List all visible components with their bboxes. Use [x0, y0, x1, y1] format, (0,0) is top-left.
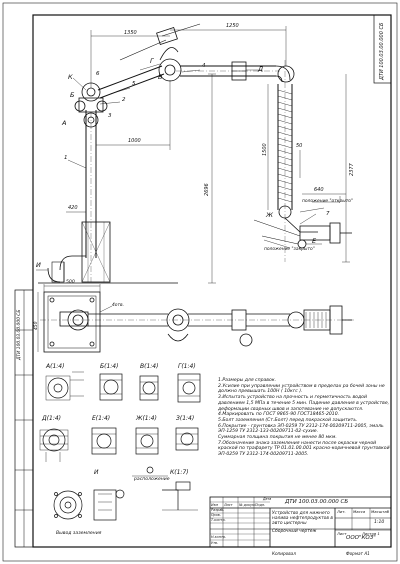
- note-line: 1.Размеры для справок.: [218, 378, 277, 383]
- note-line: 4.Маркировать по ГОСТ 9865-90 ГОСТ18465-…: [218, 412, 340, 418]
- stamp-row: Лист: [224, 503, 233, 507]
- top-code-box: [373, 14, 392, 84]
- pos-1: 1: [64, 155, 68, 161]
- leader-lines: [36, 63, 341, 271]
- stamp-row: Утв.: [211, 541, 219, 545]
- view-i: И: [94, 469, 99, 476]
- label-I: И: [36, 261, 41, 269]
- label-B: Б: [70, 91, 75, 99]
- plan-dimensions: [37, 284, 113, 352]
- copy-label: Копировал: [272, 551, 296, 556]
- scale-value: 1:10: [374, 520, 385, 525]
- dim-1250: 1250: [226, 23, 239, 29]
- pos-6: 6: [96, 71, 100, 77]
- rasp-label: расположение: [134, 477, 170, 482]
- dim-450: 450: [34, 321, 39, 330]
- pos-7: 7: [326, 211, 330, 217]
- stamp-title: Устройство для нижнего налива нефтепроду…: [272, 511, 333, 526]
- dim-1500: 1500: [262, 143, 268, 156]
- stamp-row: № докум.: [239, 503, 256, 507]
- binding-code: ДТИ 100.03.00.000 СБ: [17, 309, 22, 360]
- view-k: К(1:7): [170, 469, 189, 476]
- main-view: [38, 23, 352, 284]
- stamp-row: Дата: [263, 497, 272, 501]
- view-a: А(1:4): [46, 363, 65, 370]
- label-A: А: [62, 119, 67, 127]
- pos-open: положение "открыто": [302, 199, 353, 204]
- stamp-row: Подп.: [255, 503, 266, 507]
- view-g: Г(1:4): [178, 363, 196, 370]
- dim-1000: 1000: [128, 138, 141, 144]
- top-code: ДТИ 100.03.00.000 СБ: [379, 22, 385, 80]
- dim-2377: 2377: [349, 163, 355, 176]
- stamp-header-scale: Масштаб: [371, 509, 390, 514]
- company-name: ООО"КОЗ": [346, 535, 376, 541]
- pos-5: 5: [132, 81, 136, 87]
- label-E: Е: [312, 237, 317, 245]
- pos-4: 4: [202, 63, 206, 69]
- holes-label: 4отв.: [112, 303, 125, 308]
- dimension-lines: [66, 26, 350, 284]
- label-K: К: [68, 73, 73, 81]
- view-v: В(1:4): [140, 363, 159, 370]
- note-line: 3.Испытать устройство на прочность и гер…: [218, 395, 390, 412]
- view-zh: Ж(1:4): [136, 415, 157, 422]
- sheets-count: Листов 1: [362, 531, 380, 536]
- pos-2: 2: [122, 97, 126, 103]
- note-line: 5.Болт заземления (Ст.Болт) перед покрас…: [218, 417, 358, 423]
- note-line: 6.Покрытие - грунтовка ЭП-0259 ТУ 2312-1…: [218, 423, 384, 435]
- label-D: Д: [258, 65, 264, 73]
- note-line: 7.Обозначение знака заземления нанести п…: [218, 440, 390, 458]
- sheet-label: Лист: [337, 531, 347, 536]
- view-e: Е(1:4): [92, 415, 111, 422]
- stamp-row: Изм: [211, 503, 218, 507]
- pos-closed: положение "закрыто": [264, 247, 315, 252]
- grounding-label: Вывод заземления: [56, 531, 102, 536]
- view-d: Д(1:4): [42, 415, 62, 422]
- detail-views: [39, 371, 201, 521]
- view-z: З(1:4): [176, 415, 195, 422]
- format-label: Формат А1: [346, 551, 370, 556]
- stamp-header-lit: Лит.: [337, 509, 346, 514]
- dim-50: 50: [296, 143, 303, 149]
- stamp-subtitle: Сборочный чертеж: [272, 529, 317, 534]
- stamp-row: Т.контр.: [211, 518, 226, 522]
- note-line: Суммарная толщина покрытия не менее 80 м…: [218, 435, 337, 441]
- dim-1350: 1350: [124, 30, 137, 36]
- stamp-row: Н.контр.: [211, 535, 227, 539]
- view-b: Б(1:4): [100, 363, 119, 370]
- dim-500: 500: [66, 280, 75, 285]
- label-V: В: [158, 73, 163, 81]
- title-block: [209, 496, 392, 548]
- pos-3: 3: [108, 113, 112, 119]
- dim-640: 640: [314, 187, 324, 193]
- label-Zh: Ж: [266, 211, 274, 219]
- stamp-header-mass: Масса: [353, 509, 366, 514]
- stamp-row: Пров.: [211, 513, 221, 517]
- dim-2696: 2696: [204, 183, 210, 196]
- technical-notes: 1.Размеры для справок. 2.Усилие при упра…: [218, 378, 394, 458]
- plan-view: [40, 291, 356, 353]
- label-G: Г: [150, 57, 154, 65]
- note-line: 2.Усилие при управлении устройством в пр…: [218, 383, 385, 395]
- stamp-row: Разраб.: [211, 508, 225, 512]
- doc-code: ДТИ 100.03.00.000 СБ: [285, 499, 349, 505]
- dim-420: 420: [68, 205, 78, 211]
